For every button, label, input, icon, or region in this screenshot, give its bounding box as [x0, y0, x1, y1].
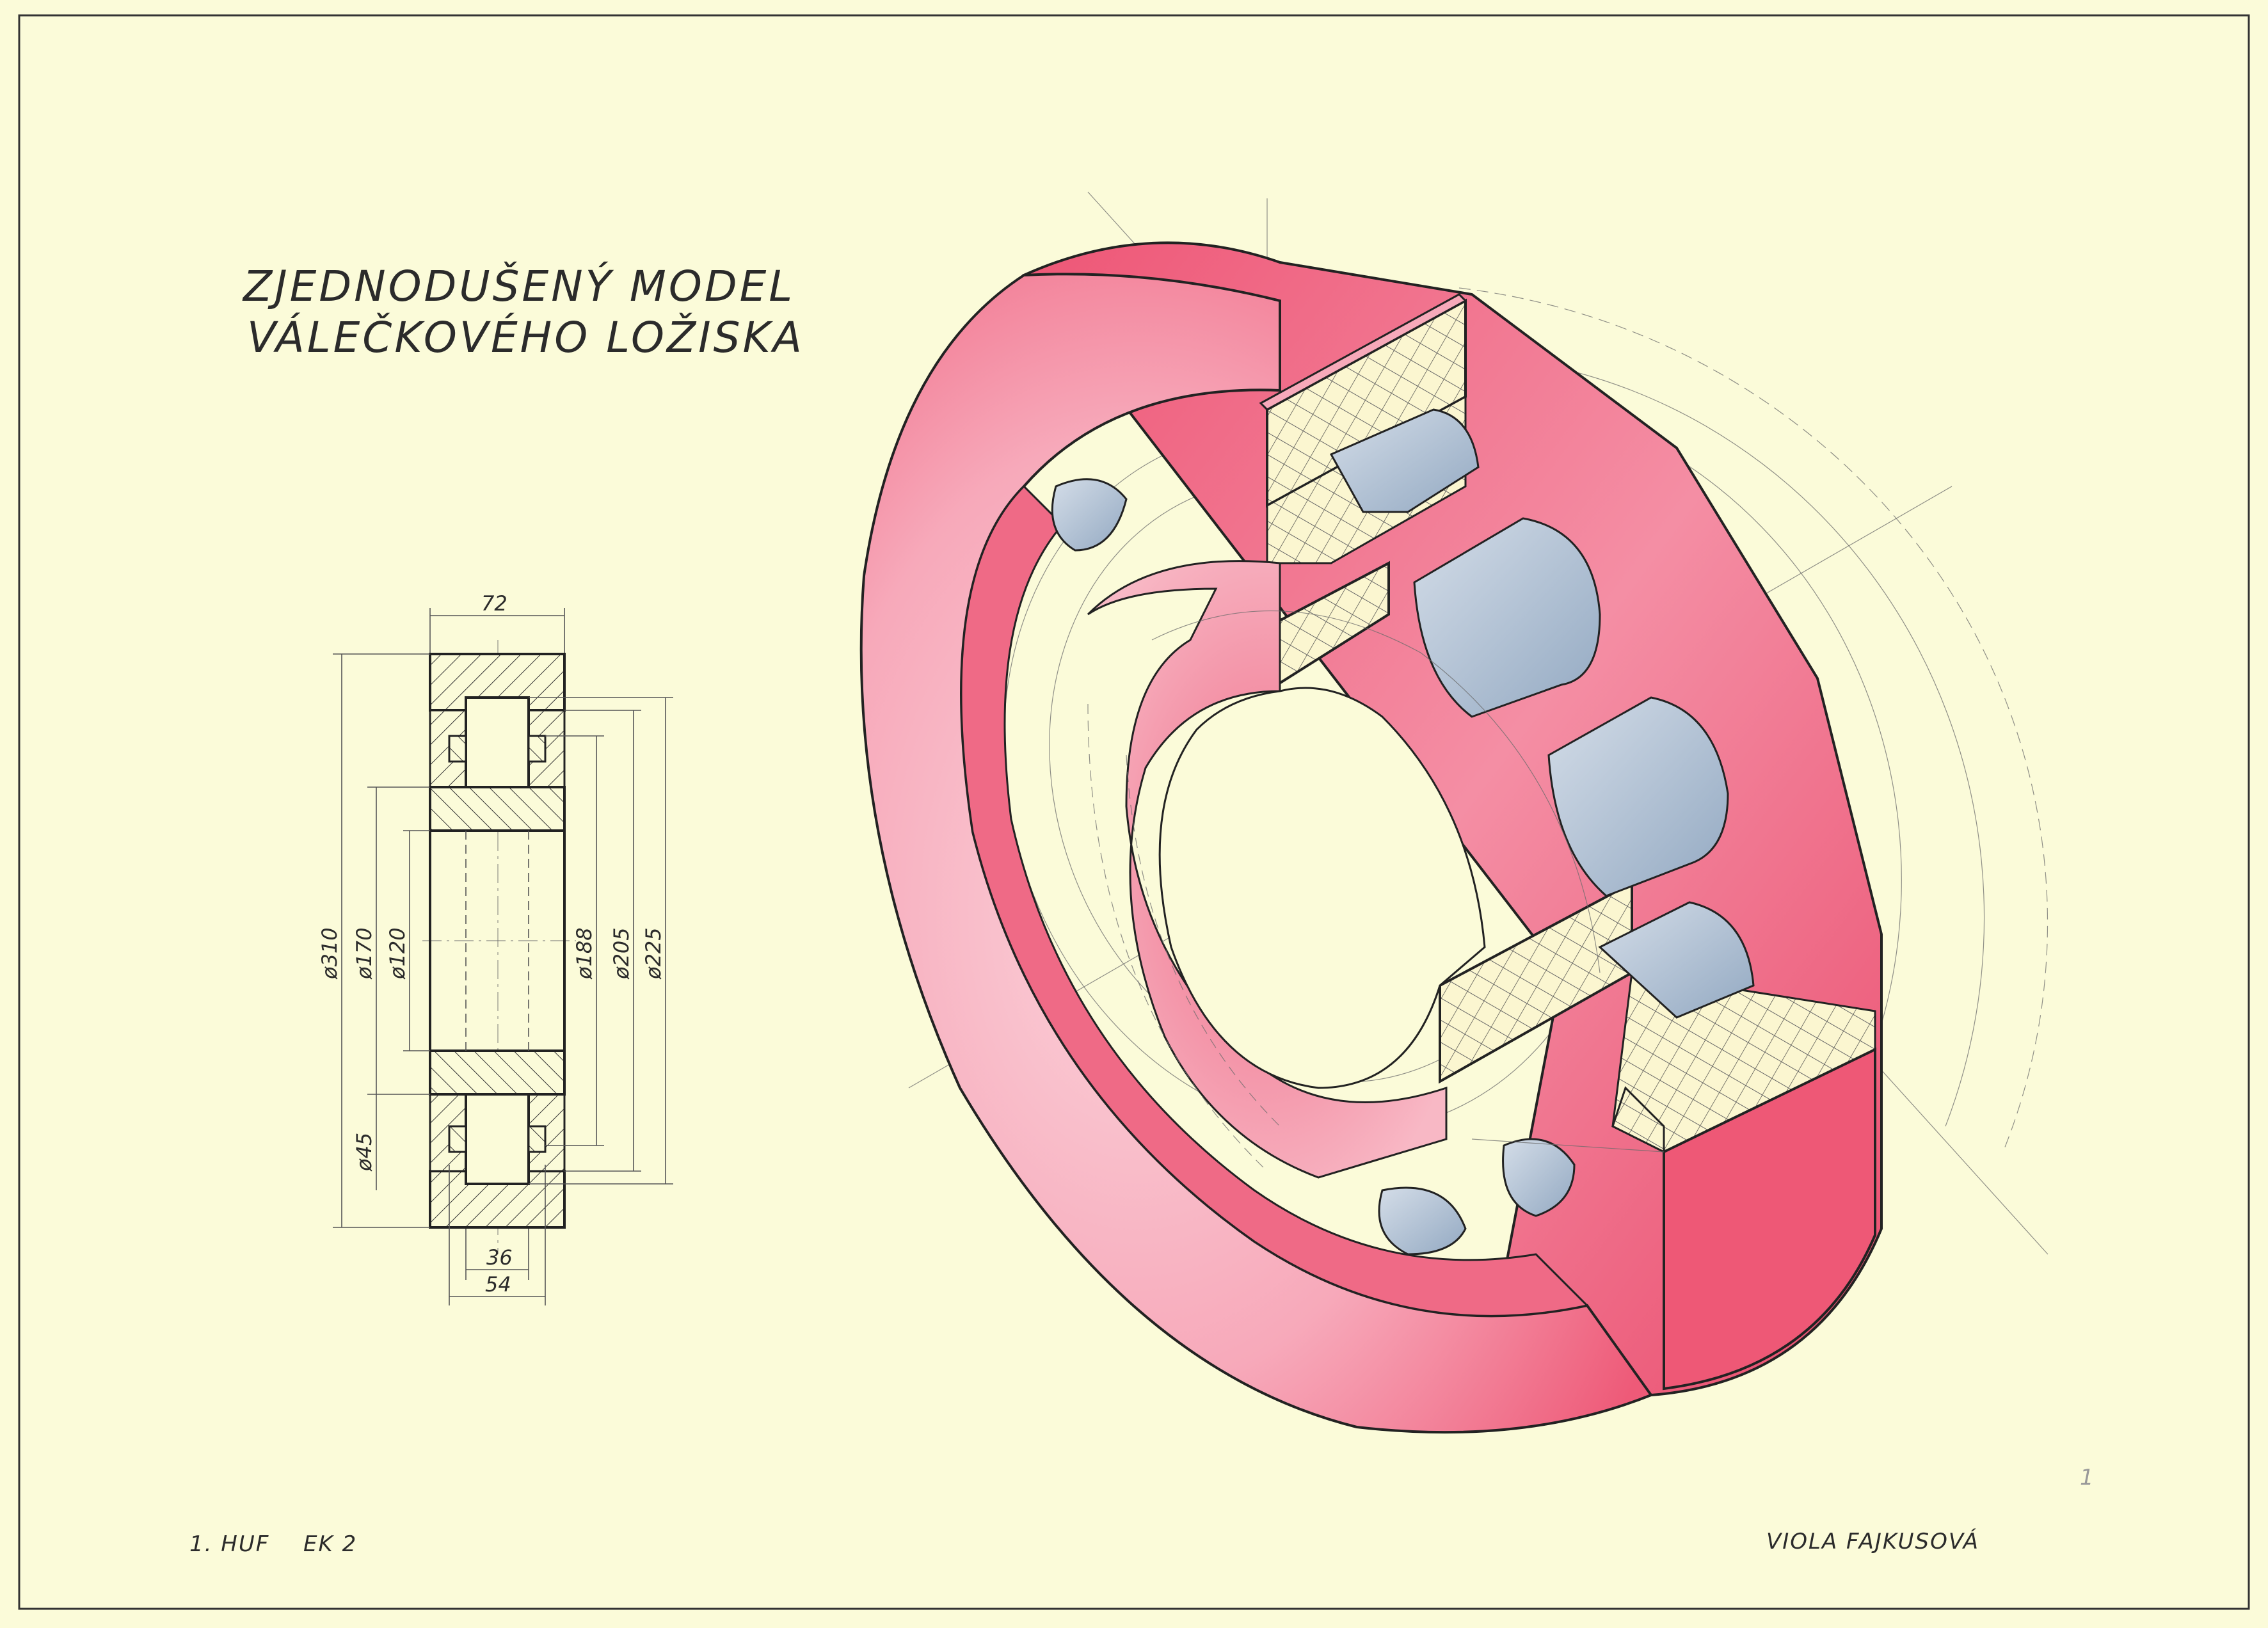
dim-72: 72: [481, 591, 507, 616]
roller-section-bottom: [465, 1093, 530, 1185]
footer-author: VIOLA FAJKUSOVÁ: [1766, 1528, 1979, 1554]
footer-page-mark: 1: [2080, 1465, 2095, 1490]
dim-d310: ø310: [317, 927, 342, 980]
footer-sheet-code: EK 2: [303, 1531, 357, 1557]
inner-ring-section-bottom: [429, 1049, 566, 1096]
dim-d170: ø170: [352, 927, 376, 980]
roller-3: [1547, 696, 1729, 897]
inner-ring: [1087, 560, 1448, 1179]
rollers: [1051, 408, 1755, 1256]
sheet-border: [18, 14, 2250, 1610]
section-view: 72 36 54 ø310 ø170 ø120 ø45 ø188 ø205 ø2…: [317, 591, 673, 1305]
dim-d188: ø188: [572, 927, 596, 980]
dimension-lines: [333, 608, 673, 1305]
footer-class-code: 1. HUF: [189, 1531, 269, 1557]
dim-36: 36: [486, 1245, 513, 1270]
dim-54: 54: [485, 1272, 511, 1297]
roller-5: [1502, 1138, 1576, 1217]
title-line-1: ZJEDNODUŠENÝ MODEL: [242, 261, 795, 311]
roller-section-top: [465, 696, 530, 788]
dim-d120: ø120: [385, 927, 410, 980]
roller-1: [1329, 408, 1480, 513]
inner-ring-section-top: [429, 786, 566, 832]
bore: [1158, 687, 1486, 1089]
roller-2: [1413, 517, 1601, 718]
dim-d45: ø45: [352, 1133, 376, 1172]
isometric-bearing: [859, 191, 2048, 1434]
dim-d225: ø225: [641, 927, 666, 980]
roller-7: [1051, 478, 1128, 552]
dim-d205: ø205: [609, 927, 634, 980]
outer-ring-inner-surface: [960, 484, 1590, 1317]
outer-ring-front-edge: [1663, 1047, 1876, 1391]
title-line-2: VÁLEČKOVÉHO LOŽISKA: [247, 312, 804, 362]
roller-4: [1598, 901, 1755, 1019]
roller-6: [1378, 1186, 1467, 1256]
